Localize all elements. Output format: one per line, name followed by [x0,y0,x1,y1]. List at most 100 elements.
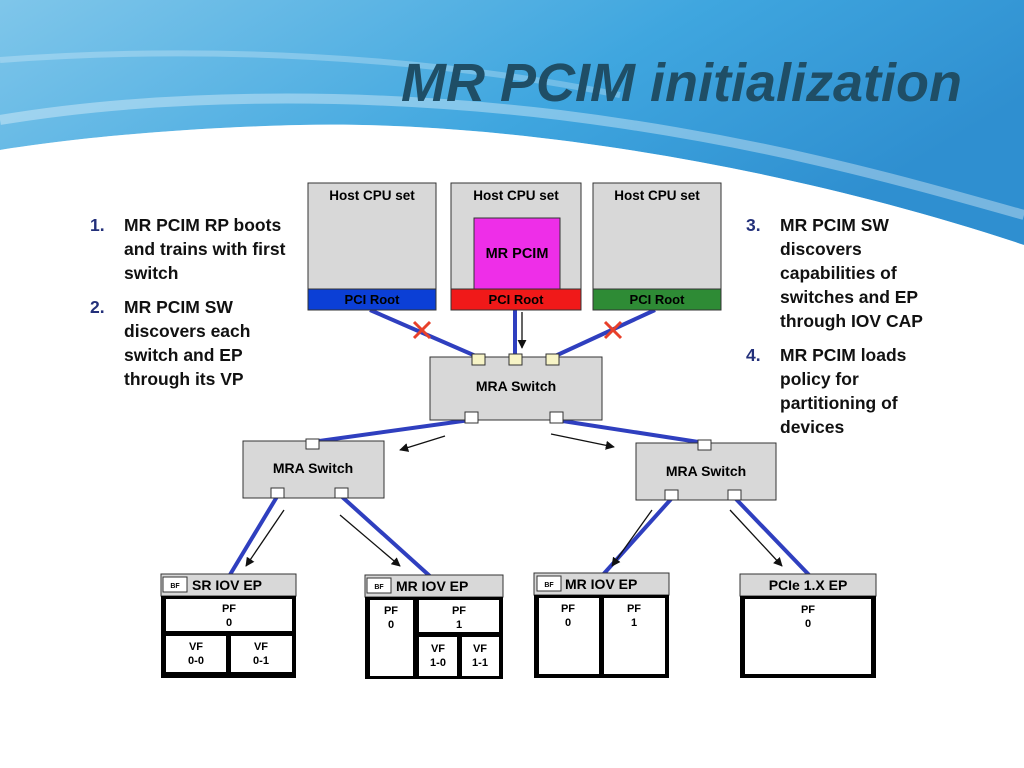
arrow-down-icon [729,509,783,567]
vf-block [231,636,292,672]
endpoint-title: PCIe 1.X EP [769,577,848,593]
background-swoosh [0,0,1024,260]
pf-number: 0 [565,617,571,629]
step-text: MR PCIM SW discovers each switch and EP … [124,297,251,389]
mra-switch-left: MRA Switch [242,438,385,499]
step-item: 4. MR PCIM loads policy for partitioning… [746,343,946,439]
pf-block [370,600,413,676]
pf-label: PF [801,604,815,616]
pf-label: PF [222,603,236,615]
vf-block [166,636,226,672]
blocked-marks [412,320,623,340]
pci-root-block [307,288,437,311]
step-item: 1. MR PCIM RP boots and trains with firs… [90,213,290,285]
pf-label: PF [627,603,641,615]
switch-port [508,353,523,366]
vf-block [462,637,499,676]
bf-badge-label: BF [170,583,180,590]
pf-block [745,599,871,674]
vf-number: 0-1 [253,655,269,667]
host-cpu-set-2: Host CPU set MR PCIM PCI Root [450,182,582,311]
steps-list-left: 1. MR PCIM RP boots and trains with firs… [90,213,290,401]
blocked-x-icon [412,320,432,340]
link-right-ep4 [733,496,814,580]
step-text: MR PCIM RP boots and trains with first s… [124,215,286,283]
link-left-ep2 [338,493,434,580]
host-label: Host CPU set [473,188,559,203]
switch-port [270,487,285,499]
switch-port [464,411,479,424]
host-cpu-set-1: Host CPU set PCI Root [307,182,437,311]
vf-number: 1-1 [472,657,488,669]
discovery-arrows [245,312,783,567]
pf-label: PF [384,605,398,617]
link-top-right-switch [555,418,706,445]
link-host3-top-switch [552,308,656,359]
switch-port [334,487,349,499]
step-text: MR PCIM loads policy for partitioning of… [780,345,907,437]
pci-root-label: PCI Root [630,292,686,307]
arrow-down-icon [611,509,653,567]
step-number: 1. [90,215,105,235]
page-title: MR PCIM initialization [401,53,962,113]
host-label: Host CPU set [329,188,415,203]
switch-label: MRA Switch [476,378,556,394]
pf-number: 0 [388,619,394,631]
arrow-down-icon [339,514,401,567]
endpoint-title: SR IOV EP [192,577,262,593]
vf-label: VF [254,641,268,653]
switch-port [545,353,560,366]
switch-port [697,439,712,451]
pf-number: 1 [631,617,637,629]
step-text: MR PCIM SW discovers capabilities of swi… [780,215,923,331]
pci-root-label: PCI Root [489,292,545,307]
switch-port [664,489,679,501]
link-right-ep3 [598,496,674,580]
pci-root-block [592,288,722,311]
bf-badge [366,577,392,594]
arrow-down-icon [245,509,285,567]
endpoint-mr-iov-1: BF MR IOV EP PF 0 PF 1 VF 1-0 VF 1-1 [364,574,504,679]
pf-number: 0 [805,618,811,630]
endpoint-mr-iov-2: BF MR IOV EP PF 0 PF 1 [533,572,670,678]
blocked-x-icon [603,320,623,340]
pf-label: PF [452,605,466,617]
switch-port [727,489,742,501]
vf-label: VF [431,643,445,655]
vf-block [419,637,457,676]
endpoint-title: MR IOV EP [396,578,468,594]
step-number: 4. [746,345,761,365]
vf-number: 0-0 [188,655,204,667]
steps-list-right: 3. MR PCIM SW discovers capabilities of … [746,213,946,449]
link-left-ep1 [226,493,280,580]
bf-badge [536,575,562,592]
pf-number: 0 [226,617,232,629]
switch-label: MRA Switch [273,460,353,476]
endpoint-pcie-1x: PCIe 1.X EP PF 0 [739,573,877,678]
endpoint-title: MR IOV EP [565,576,637,592]
pf-block [539,598,599,674]
arrow-down-icon [550,433,615,450]
mra-switch-right: MRA Switch [635,439,777,501]
bf-badge-label: BF [544,582,554,589]
switch-port [305,438,320,450]
pf-block [604,598,665,674]
vf-label: VF [189,641,203,653]
pf-label: PF [561,603,575,615]
pci-root-block [450,288,582,311]
vf-label: VF [473,643,487,655]
link-top-left-switch [311,418,471,444]
mra-switch-top: MRA Switch [429,353,603,424]
switch-label: MRA Switch [666,463,746,479]
pf-number: 1 [456,619,462,631]
host-label: Host CPU set [614,188,700,203]
bf-badge [162,576,188,593]
step-number: 2. [90,297,105,317]
pf-block [419,600,499,632]
mr-pcim-label: MR PCIM [486,246,549,262]
step-number: 3. [746,215,761,235]
vf-number: 1-0 [430,657,446,669]
pf-block [166,599,292,631]
host-cpu-set-3: Host CPU set PCI Root [592,182,722,311]
